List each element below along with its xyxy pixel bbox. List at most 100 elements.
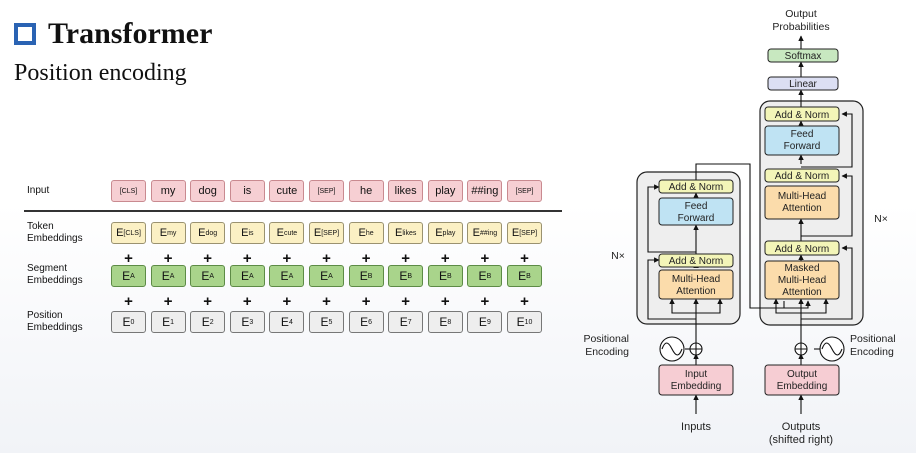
token-embedding: E[CLS]	[111, 222, 146, 244]
decoder-add-norm-middle-label: Add & Norm	[775, 171, 829, 182]
input-token: [CLS]	[111, 180, 146, 202]
token-row-label: Token Embeddings	[27, 221, 83, 245]
encoder-add-norm-bottom-label: Add & Norm	[669, 256, 723, 267]
plus-icon: +	[361, 293, 371, 310]
token-embedding: E##ing	[467, 222, 503, 244]
embedding-subscript: B	[407, 272, 413, 280]
slide-title: Transformer	[48, 17, 213, 50]
encoder-positional-encoding	[659, 336, 703, 362]
plus-icon: +	[242, 250, 252, 267]
embedding-letter: E	[198, 227, 206, 239]
plus-icon: +	[480, 293, 490, 310]
embedding-subscript: B	[526, 272, 531, 280]
embedding-letter: E	[122, 269, 131, 283]
plus-icon: +	[401, 293, 411, 310]
softmax-label: Softmax	[785, 51, 822, 62]
encoder-feed-forward-line-1: Feed	[685, 201, 708, 212]
embedding-letter: E	[122, 315, 131, 329]
decoder-feed-forward	[764, 125, 840, 156]
embedding-subscript: play	[442, 229, 456, 237]
plus-icon: +	[203, 250, 213, 267]
token-embedding: E[SEP]	[309, 222, 344, 244]
decoder-add-norm-middle	[764, 168, 840, 183]
token-label-line-2: Embeddings	[27, 233, 83, 244]
position-label-line-1: Position	[27, 310, 63, 321]
embedding-subscript: 0	[130, 318, 135, 326]
plus-icon: +	[124, 293, 133, 310]
embedding-letter: E	[518, 269, 527, 283]
token-label-line-1: Token	[27, 221, 54, 232]
decoder-add-norm-top-label: Add & Norm	[775, 110, 829, 121]
output-embedding-line-1: Output	[787, 369, 817, 380]
decoder-masked-multi-head-attention	[764, 260, 840, 300]
input-token: he	[348, 180, 384, 202]
embedding-letter: E	[399, 315, 408, 329]
embedding-letter: E	[320, 269, 329, 283]
token-embedding: E[SEP]	[507, 222, 542, 244]
plus-icon: +	[163, 250, 173, 267]
embedding-subscript: B	[446, 272, 452, 280]
encoder-positional-line-2: Encoding	[585, 346, 629, 358]
embedding-subscript: [SEP]	[321, 229, 340, 237]
embedding-letter: E	[280, 269, 289, 283]
embedding-subscript: A	[209, 272, 215, 280]
output-probabilities-line-2: Probabilities	[772, 21, 829, 33]
input-token: my	[150, 180, 186, 202]
embedding-letter: E	[201, 269, 210, 283]
embedding-subscript: is	[248, 229, 254, 237]
embedding-letter: E	[358, 227, 366, 239]
softmax-box	[767, 48, 839, 63]
input-token: likes	[388, 180, 424, 202]
decoder-positional-line-1: Positional	[850, 333, 896, 345]
segment-label-line-2: Embeddings	[27, 275, 83, 286]
embedding-letter: E	[313, 227, 322, 239]
embedding-subscript: A	[248, 272, 254, 280]
embedding-subscript: dog	[205, 229, 218, 237]
outputs-line-2: (shifted right)	[769, 434, 833, 446]
plus-icon: +	[440, 293, 450, 310]
plus-icon: +	[282, 293, 292, 310]
encoder-positional-line-1: Positional	[583, 333, 629, 345]
decoder-feed-forward-line-2: Forward	[784, 141, 821, 152]
masked-mha-line-2: Multi-Head	[778, 275, 826, 286]
embedding-letter: E	[201, 315, 210, 329]
linear-box	[767, 76, 839, 91]
embedding-subscript: 1	[170, 318, 175, 326]
embedding-letter: E	[472, 227, 480, 239]
plus-icon: +	[242, 293, 252, 310]
outputs-line-1: Outputs	[782, 421, 821, 433]
slide-subtitle: Position encoding	[14, 60, 187, 86]
embedding-letter: E	[511, 227, 520, 239]
embedding-subscript: 2	[209, 318, 214, 326]
encoder-mha-line-1: Multi-Head	[672, 274, 720, 285]
plus-icon: +	[282, 250, 292, 267]
input-token: play	[427, 180, 463, 202]
embedding-letter: E	[159, 227, 168, 239]
input-token: ##ing	[467, 180, 503, 202]
embedding-subscript: A	[169, 272, 175, 280]
position-row-label: Position Embeddings	[27, 310, 83, 334]
decoder-multi-head-attention	[764, 185, 840, 220]
embedding-letter: E	[359, 269, 368, 283]
embedding-subscript: B	[367, 272, 373, 280]
embedding-letter: E	[116, 227, 124, 239]
embedding-subscript: cute	[283, 229, 298, 237]
